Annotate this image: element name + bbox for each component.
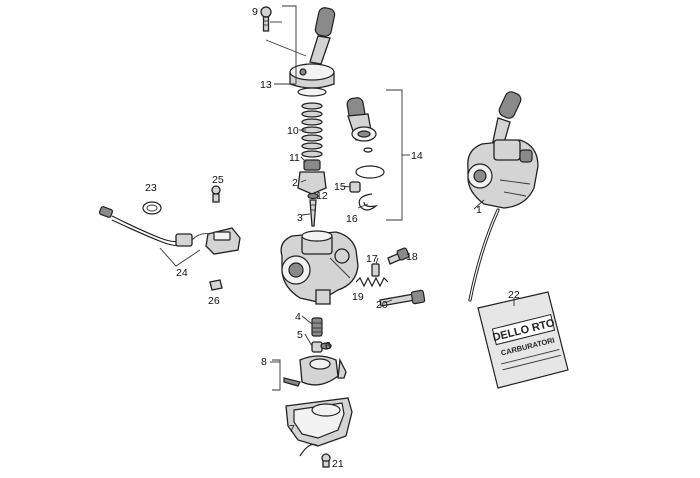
- part-11-clip: [303, 159, 321, 171]
- label-6: 6: [325, 340, 331, 352]
- part-8-float: [283, 355, 347, 387]
- label-17: 17: [366, 253, 378, 265]
- part-20-long-screw: [379, 289, 426, 307]
- part-10-spring: [301, 102, 323, 158]
- label-3: 3: [297, 212, 303, 224]
- part-9-screw: [260, 6, 272, 32]
- leader-lines: [159, 5, 515, 391]
- part-4-jet-holder: [311, 317, 323, 337]
- label-25: 25: [212, 174, 224, 186]
- label-19: 19: [352, 291, 364, 303]
- part-2-slide: [297, 171, 327, 195]
- label-26: 26: [208, 295, 220, 307]
- label-11: 11: [289, 152, 300, 164]
- part-5-jet: [311, 341, 323, 353]
- label-21: 21: [332, 458, 344, 470]
- label-2: 2: [292, 177, 298, 189]
- part-17-screw: [371, 263, 380, 277]
- part-21-drain-screw: [321, 453, 331, 468]
- label-23: 23: [145, 182, 157, 194]
- part-12-needle-clip: [307, 192, 319, 200]
- label-1: 1: [476, 204, 482, 216]
- label-15: 15: [334, 181, 346, 193]
- label-20: 20: [376, 299, 388, 311]
- part-24-choke-heater: [98, 206, 241, 255]
- label-22: 22: [508, 289, 520, 301]
- part-labels: 1 2 3 4 5 6 7 8 9 10 11 12 13 14 15 16 1…: [145, 6, 520, 470]
- part-3-needle: [309, 199, 317, 227]
- part-16-spring-clip: [358, 193, 379, 211]
- part-14-elbow: [346, 97, 385, 179]
- label-7: 7: [289, 423, 295, 435]
- label-10: 10: [287, 125, 299, 137]
- label-18: 18: [406, 251, 418, 263]
- part-1-complete-carburetor: [467, 91, 539, 302]
- part-25-screw: [211, 185, 221, 203]
- label-8: 8: [261, 356, 267, 368]
- part-15-fitting: [349, 181, 361, 193]
- part-7-float-bowl: [285, 397, 353, 457]
- part-19-spring: [355, 276, 389, 288]
- part-6-washer: [320, 342, 332, 350]
- label-24: 24: [176, 267, 188, 279]
- part-23-clamp-ring: [142, 201, 162, 215]
- part-18-idle-screw: [387, 247, 410, 265]
- part-26-nut: [209, 279, 223, 291]
- label-9: 9: [252, 6, 258, 18]
- label-16: 16: [346, 213, 358, 225]
- label-12: 12: [316, 190, 328, 202]
- label-13: 13: [260, 79, 272, 91]
- part-13-cap-elbow: [289, 7, 336, 97]
- part-22-gasket-bag: DELLO RTO CARBURATORI: [477, 291, 569, 389]
- label-4: 4: [295, 311, 301, 323]
- label-5: 5: [297, 329, 303, 341]
- carburetor-body: [280, 230, 359, 305]
- label-14: 14: [411, 150, 423, 162]
